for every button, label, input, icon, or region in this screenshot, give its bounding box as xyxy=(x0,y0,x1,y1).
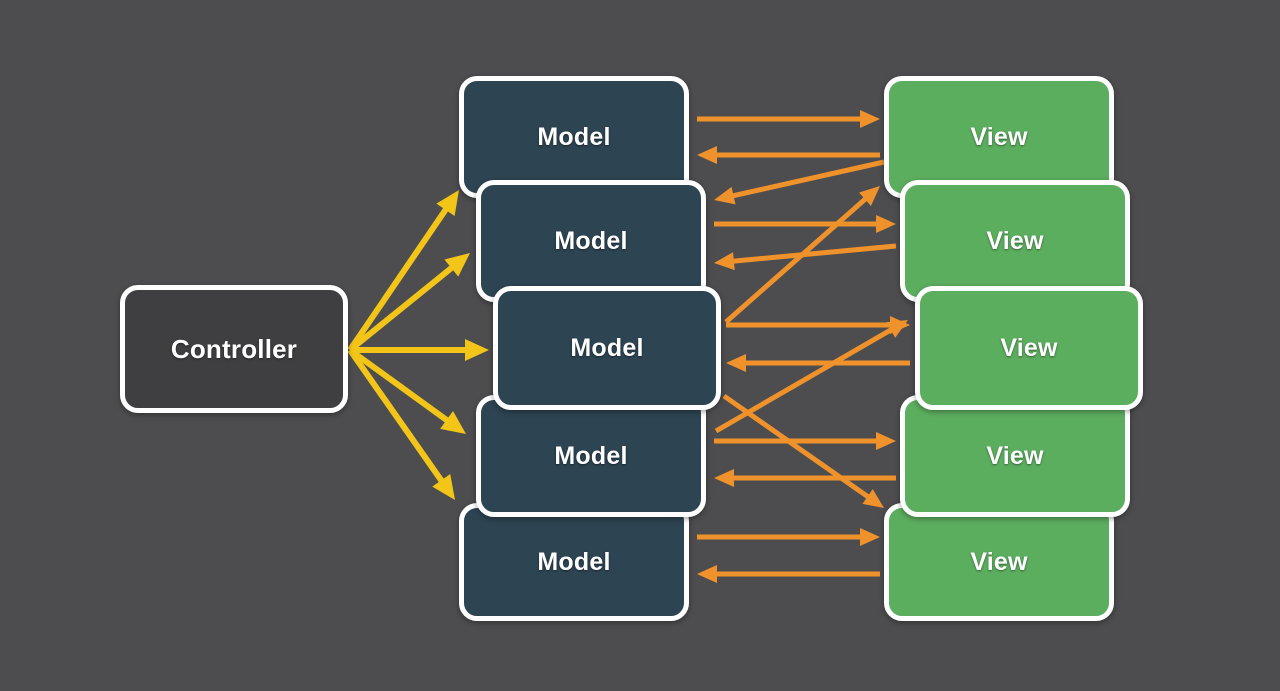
controller-label: Controller xyxy=(170,333,298,364)
view-node-label: View xyxy=(970,122,1028,151)
model-node-5[interactable]: Model xyxy=(459,503,689,621)
mv-arrow-model3-to-view3 xyxy=(726,316,910,334)
model-node-label: Model xyxy=(537,547,611,576)
view-node-3[interactable]: View xyxy=(915,286,1143,410)
mv-arrow-view3-to-model3 xyxy=(726,354,910,372)
mv-arrow-view4-to-model4 xyxy=(714,469,896,487)
mv-arrow-view3-to-model2-diagonal xyxy=(714,243,897,271)
model-view-arrow-group xyxy=(697,110,910,583)
model-node-label: Model xyxy=(554,441,628,470)
view-node-2[interactable]: View xyxy=(900,180,1130,302)
mv-arrow-model4-to-view3-diagonal xyxy=(714,320,908,434)
model-node-label: Model xyxy=(570,333,644,362)
model-node-4[interactable]: Model xyxy=(476,395,706,517)
mv-arrow-view5-to-model5 xyxy=(697,565,880,583)
mv-arrow-model3-to-view2-diagonal xyxy=(724,186,880,324)
view-node-4[interactable]: View xyxy=(900,395,1130,517)
controller-arrow-to-model-4 xyxy=(348,347,466,434)
controller-arrow-to-model-3 xyxy=(350,339,489,361)
mv-arrow-view1-to-model1 xyxy=(697,146,880,164)
view-node-label: View xyxy=(986,441,1044,470)
model-node-3[interactable]: Model xyxy=(493,286,721,410)
mv-arrow-model1-to-view1 xyxy=(697,110,880,128)
view-node-1[interactable]: View xyxy=(884,76,1114,198)
mv-arrow-view2-to-model1-diagonal xyxy=(714,159,885,205)
mv-arrow-model4-to-view4 xyxy=(714,432,896,450)
view-node-5[interactable]: View xyxy=(884,503,1114,621)
controller-arrow-group xyxy=(347,190,489,500)
mv-arrow-model2-to-view2 xyxy=(714,215,896,233)
mv-arrow-model5-to-view5 xyxy=(697,528,880,546)
controller-arrow-to-model-2 xyxy=(348,253,470,353)
model-node-label: Model xyxy=(537,122,611,151)
controller-arrow-to-model-1 xyxy=(347,190,459,352)
model-node-2[interactable]: Model xyxy=(476,180,706,302)
controller-node[interactable]: Controller xyxy=(120,285,348,413)
view-node-label: View xyxy=(1000,333,1058,362)
view-node-label: View xyxy=(970,547,1028,576)
view-node-label: View xyxy=(986,226,1044,255)
model-node-1[interactable]: Model xyxy=(459,76,689,198)
model-node-label: Model xyxy=(554,226,628,255)
controller-arrow-to-model-5 xyxy=(347,348,455,500)
